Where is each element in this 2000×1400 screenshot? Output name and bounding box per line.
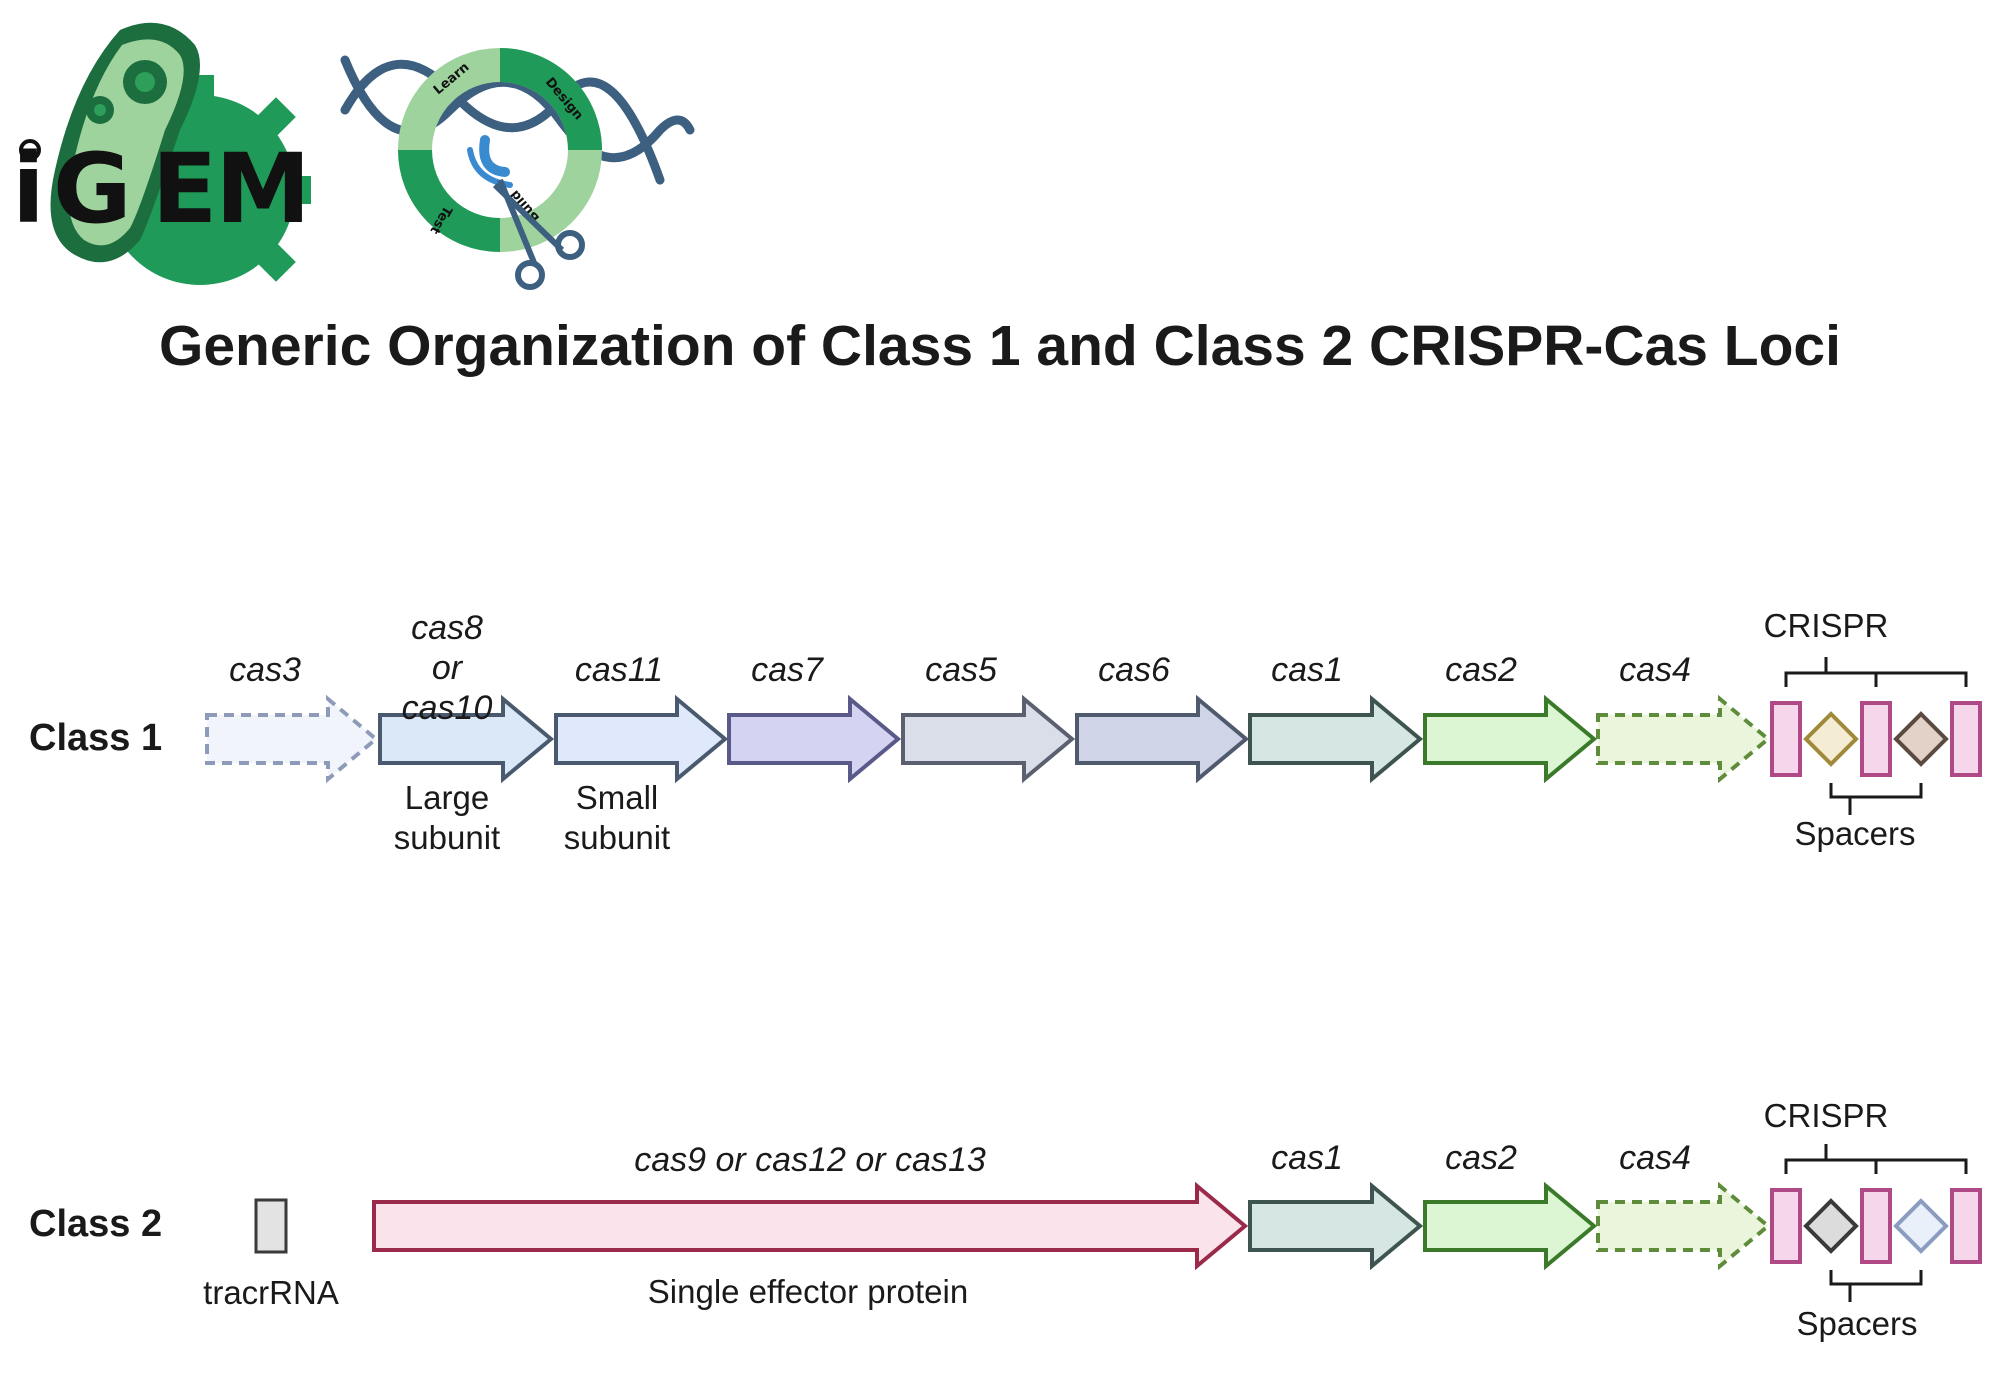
gene-label-line: cas7 [751,651,823,689]
class1-spacer-1 [1803,711,1859,767]
class2-arrow-effector [372,1181,1249,1271]
class1-spacers-bracket [1829,783,1923,815]
gene-label-line: cas2 [1445,651,1517,689]
class1-gene-label-cas2: cas2 [1445,650,1517,690]
bacterium-icon [50,22,200,263]
class2-spacer-1 [1803,1198,1859,1254]
class1-arrow-cas5 [901,694,1076,784]
single-effector-label: Single effector protein [647,1273,969,1310]
class1-gene-label-cas11: cas11 [575,650,663,690]
gene-label-line: cas11 [574,651,664,689]
class1-arrow-cas7 [727,694,902,784]
class1-label: Class 1 [29,717,163,759]
subunit-label-line: subunit [563,819,671,856]
class2-arrow-cas2 [1423,1181,1598,1271]
class1-gene-label-cas7: cas7 [751,650,823,690]
class1-arrow-cas8 [378,694,555,784]
gene-label-line: cas3 [229,651,301,689]
class1-gene-label-cas6: cas6 [1098,650,1170,690]
class2-repeat-1 [1770,1188,1802,1264]
gene-label-line: or [431,649,463,687]
class1-arrow-cas6 [1075,694,1250,784]
small-gear-icon [19,139,41,161]
subunit-label-line: subunit [393,819,501,856]
class2-repeat-2 [1860,1188,1892,1264]
effector-gene-label: cas9 or cas12 or cas13 [634,1141,986,1179]
gene-label-line: cas8 [411,609,483,647]
class1-gene-label-cas3: cas3 [229,650,301,690]
class2-repeat-3 [1950,1188,1982,1264]
subunit-label-line: Small [575,779,659,816]
class1-arrow-cas1 [1248,694,1424,784]
class1-repeat-2 [1860,701,1892,777]
igem-logo: Learn Design Build Test [19,22,695,290]
class1-repeat-1 [1770,701,1802,777]
subunit-label-line: Large [404,779,490,816]
gene-label-line: cas5 [925,651,997,689]
class1-arrow-cas3 [205,694,380,784]
tracrrna-label: tracrRNA [203,1274,339,1311]
class2-gene-label-cas4: cas4 [1619,1139,1691,1177]
class2-spacers-label: Spacers [1796,1305,1918,1342]
class1-spacers-label: Spacers [1794,815,1916,852]
class1-repeat-3 [1950,701,1982,777]
gene-label-line: cas1 [1271,651,1343,689]
gene-label-line: cas6 [1098,651,1170,689]
class2-arrow-cas1 [1248,1181,1424,1271]
class2-gene-label-cas2: cas2 [1445,1139,1517,1177]
class1-gene-label-cas4: cas4 [1619,650,1691,690]
class2-spacer-2 [1893,1198,1949,1254]
class1-crispr-bracket [1784,657,1968,687]
gene-label-line: cas4 [1619,651,1691,689]
class2-label: Class 2 [29,1203,163,1245]
diagram-title: Generic Organization of Class 1 and Clas… [159,314,1841,378]
class1-arrow-cas2 [1423,694,1598,784]
scissors-icon [492,178,585,290]
class1-arrow-cas4 [1596,694,1772,784]
class2-gene-label-cas1: cas1 [1271,1139,1343,1177]
class2-spacers-bracket [1829,1270,1923,1302]
class2-arrow-cas4 [1596,1181,1772,1271]
class1-spacer-2 [1893,711,1949,767]
class1-arrow-cas11 [554,694,729,784]
gene-label-line: cas10 [401,689,493,727]
class1-gene-label-cas5: cas5 [925,650,997,690]
class1-gene-label-cas1: cas1 [1271,650,1343,690]
tracrrna-box [254,1198,288,1254]
class2-crispr-bracket [1784,1144,1968,1174]
class2-crispr-label: CRISPR [1763,1097,1889,1134]
class1-crispr-label: CRISPR [1763,607,1889,644]
